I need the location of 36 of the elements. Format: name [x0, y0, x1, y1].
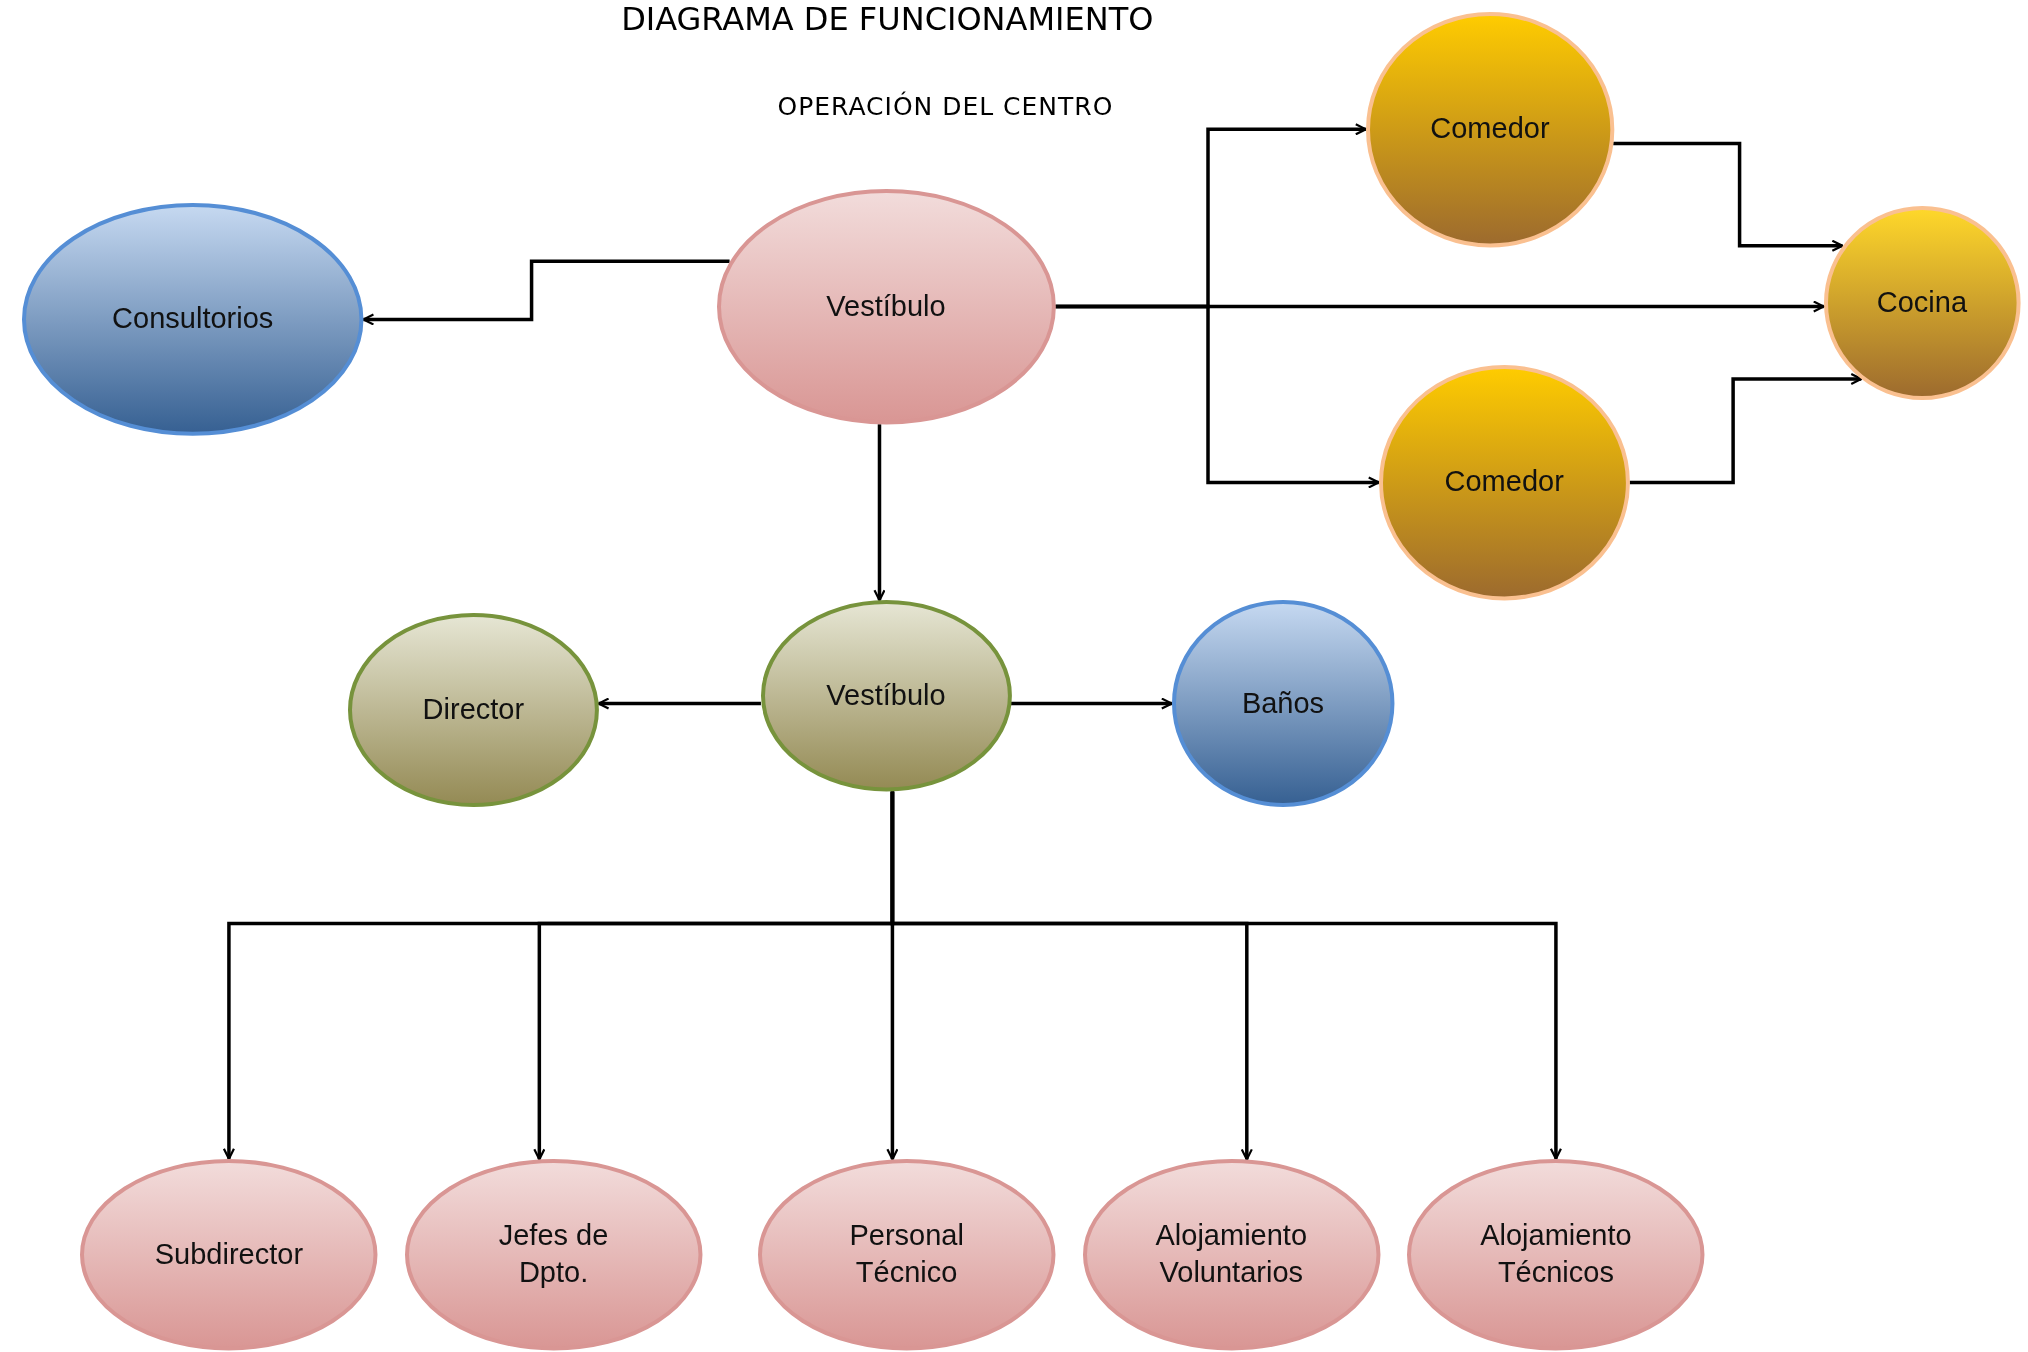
ellipse-node	[404, 1158, 703, 1351]
node-label: Vestíbulo	[826, 677, 946, 713]
arrow	[597, 697, 761, 710]
ellipse-node	[1378, 364, 1630, 601]
ellipse-node	[80, 1158, 378, 1351]
node-label: Subdirector	[153, 1236, 305, 1272]
ellipse-node	[1171, 600, 1395, 808]
node-label: Cocina	[1876, 284, 1968, 320]
node-label: Consultorios	[112, 301, 274, 337]
node-label: Comedor	[1430, 111, 1550, 147]
node-label: Alojamiento Voluntarios	[1154, 1217, 1309, 1291]
arrow	[1629, 372, 1863, 485]
node-label: Director	[422, 692, 525, 728]
ellipse-node	[1365, 11, 1615, 247]
node-label: Vestíbulo	[826, 288, 946, 324]
arrow	[1613, 141, 1844, 252]
ellipse-node	[757, 1158, 1056, 1351]
arrow	[362, 259, 730, 326]
node-label: Baños	[1241, 685, 1325, 721]
ellipse-node	[22, 203, 364, 436]
node-label: Personal Técnico	[848, 1217, 965, 1291]
arrow	[873, 424, 886, 602]
ellipse-node	[347, 613, 599, 808]
subtitle: OPERACIÓN DEL CENTRO	[777, 92, 1114, 121]
node-label: Alojamiento Técnicos	[1479, 1217, 1633, 1291]
node-label: Jefes de Dpto.	[497, 1217, 610, 1291]
arrow	[1011, 697, 1173, 710]
ellipse-node	[716, 188, 1056, 425]
ellipse-node	[1082, 1158, 1380, 1351]
arrow	[890, 791, 1562, 1160]
node-label: Comedor	[1444, 464, 1564, 500]
arrow	[1055, 304, 1380, 489]
ellipse-node	[1407, 1158, 1705, 1351]
ellipse-node	[760, 600, 1012, 792]
ellipse-node	[1823, 205, 2021, 400]
diagram-title: DIAGRAMA DE FUNCIONAMIENTO	[621, 0, 1154, 38]
